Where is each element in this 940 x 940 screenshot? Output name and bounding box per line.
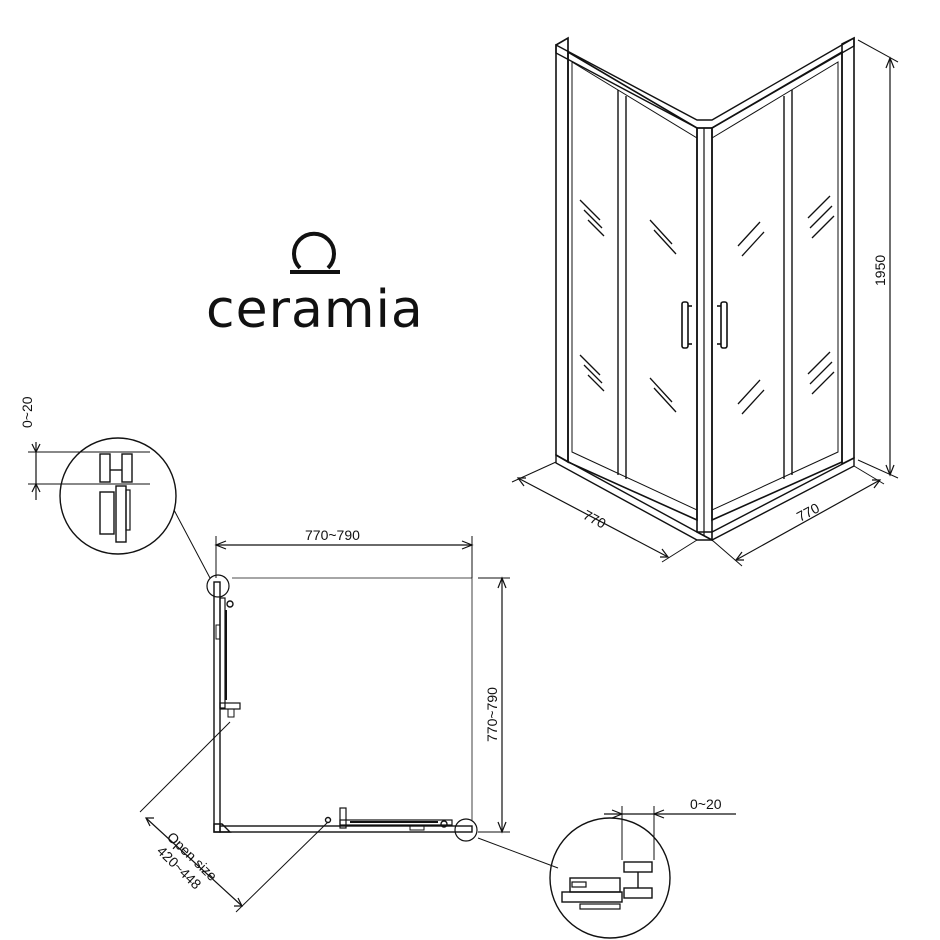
plan-depth-label: 770~790 xyxy=(484,687,500,742)
enclosure-plan: 770~790 770~790 xyxy=(139,527,510,913)
detail-top-left-adjust-label: 0~20 xyxy=(19,396,35,428)
omega-ring-icon xyxy=(290,231,340,274)
plan-width-label: 770~790 xyxy=(305,527,360,543)
width-left-label: 770 xyxy=(581,507,609,532)
open-size-dimension: Open size 420~448 xyxy=(139,721,329,913)
width-left-dimension: 770 xyxy=(511,461,698,563)
door-handle-right xyxy=(717,301,728,349)
enclosure-elevation: 1950 770 770 xyxy=(511,36,899,567)
brand-logo: ceramia xyxy=(206,231,424,340)
detail-bottom-right: 0~20 xyxy=(477,796,736,939)
detail-bottom-right-adjust-label: 0~20 xyxy=(690,796,722,812)
brand-name: ceramia xyxy=(206,280,424,340)
height-label: 1950 xyxy=(872,255,888,286)
door-handle-left xyxy=(681,301,692,349)
plan-depth-dimension: 770~790 xyxy=(478,576,510,834)
height-dimension: 1950 xyxy=(857,39,899,479)
width-right-label: 770 xyxy=(794,499,822,524)
detail-top-left: 0~20 xyxy=(19,396,211,579)
plan-width-dimension: 770~790 xyxy=(214,527,474,578)
